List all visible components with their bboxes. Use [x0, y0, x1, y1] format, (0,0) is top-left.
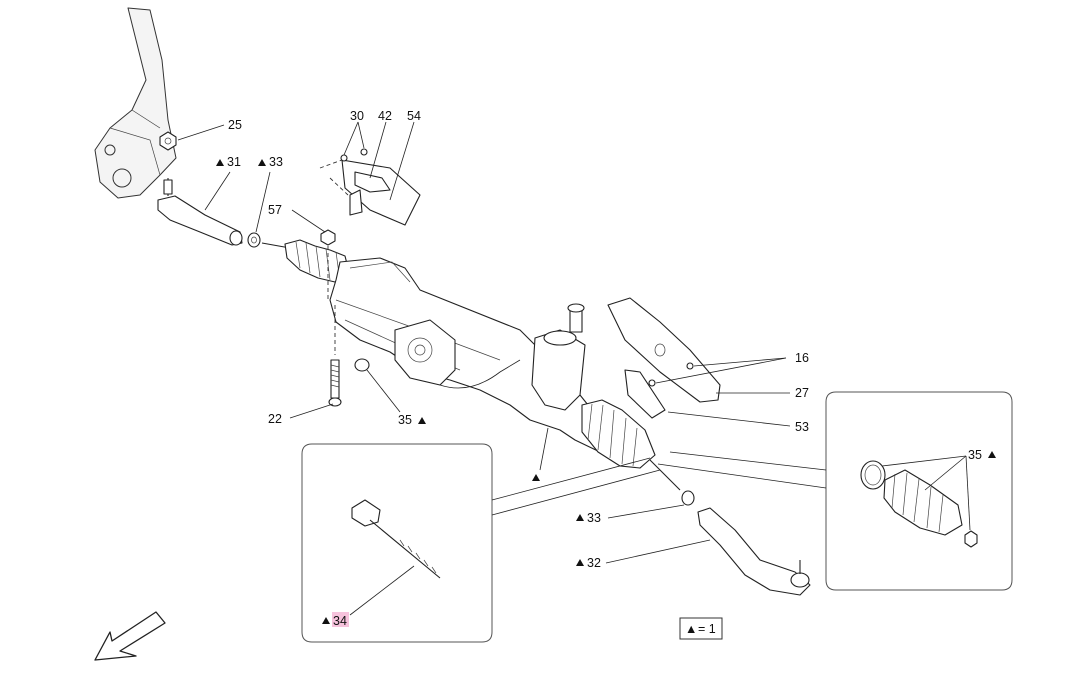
- legend-triangle-icon: ▲: [685, 622, 697, 636]
- callout-53: 53: [795, 420, 809, 434]
- washer-33-left: [247, 232, 261, 248]
- callout-labels: 25 31 33 30 42 54 57 16 27 53 22 35 35 3…: [227, 109, 982, 628]
- legend: ▲ = 1: [679, 617, 723, 640]
- left-tie-rod-and-boot: [261, 239, 351, 283]
- callout-35-inset: 35: [968, 448, 982, 462]
- triangle-marker-icon: [216, 159, 224, 166]
- callout-31: 31: [227, 155, 241, 169]
- triangle-marker-icon: [322, 617, 330, 624]
- callout-33-left: 33: [269, 155, 283, 169]
- callout-57: 57: [268, 203, 282, 217]
- bolt-22: [328, 359, 342, 407]
- triangle-marker-icons: [216, 159, 996, 624]
- callout-27: 27: [795, 386, 809, 400]
- triangle-marker-icon: [576, 559, 584, 566]
- leader-lines: [177, 121, 971, 616]
- callout-42: 42: [378, 109, 392, 123]
- triangle-marker-icon: [988, 451, 996, 458]
- bracket-30-42-54: [319, 148, 421, 226]
- steering-knuckle: [94, 7, 177, 199]
- inset-boot-kit: [825, 391, 1013, 591]
- callout-34: 34: [333, 614, 347, 628]
- outer-tie-rod-end-left: [157, 178, 243, 246]
- nut-25: [159, 131, 177, 151]
- legend-text: = 1: [698, 622, 716, 636]
- triangle-marker-icon: [576, 514, 584, 521]
- callout-25: 25: [228, 118, 242, 132]
- washer-33-right: [681, 490, 695, 506]
- nut-57: [320, 229, 336, 300]
- callout-16: 16: [795, 351, 809, 365]
- outer-tie-rod-end-right: [697, 507, 811, 596]
- right-boot: [581, 399, 681, 491]
- inset-inner-tie-rod: [301, 443, 493, 643]
- bracket-16-27-53: [607, 297, 721, 419]
- callout-34-highlight: [332, 612, 349, 627]
- callout-22: 22: [268, 412, 282, 426]
- triangle-marker-icon: [532, 474, 540, 481]
- front-direction-arrow-icon: [94, 611, 166, 661]
- callout-32: 32: [587, 556, 601, 570]
- rack-housing: [329, 257, 651, 469]
- triangle-marker-icon: [258, 159, 266, 166]
- triangle-marker-icon: [418, 417, 426, 424]
- callout-33-right: 33: [587, 511, 601, 525]
- callout-30: 30: [350, 109, 364, 123]
- callout-35-main: 35: [398, 413, 412, 427]
- callout-54: 54: [407, 109, 421, 123]
